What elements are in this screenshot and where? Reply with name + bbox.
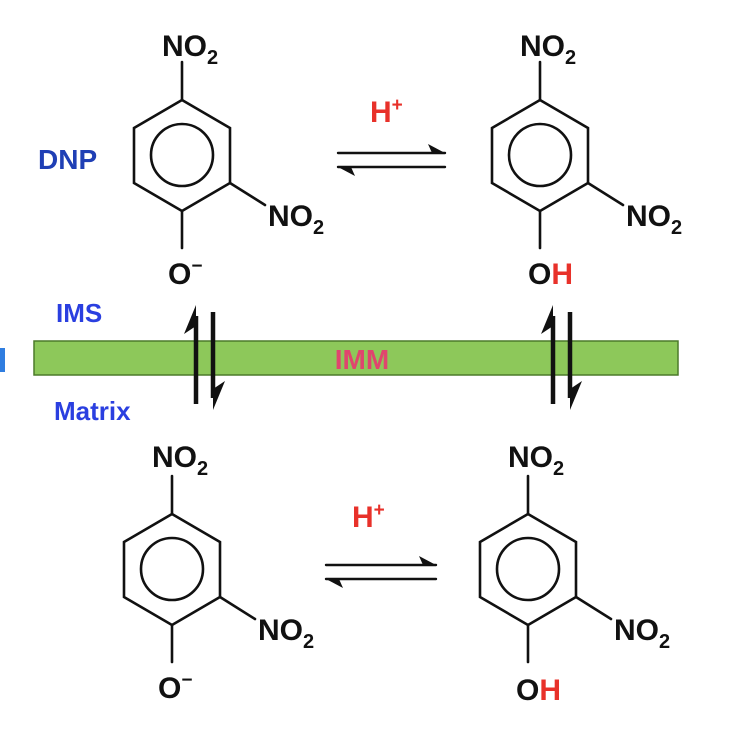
nitro-group: NO <box>162 30 207 63</box>
molecule-top-left-phenolate: NO2 NO2 O− <box>132 30 324 291</box>
svg-text:O−: O− <box>168 256 202 291</box>
phenolate-oxygen: O <box>158 672 181 705</box>
svg-text:NO2: NO2 <box>520 30 576 69</box>
phenolate-oxygen: O <box>168 258 191 291</box>
proton-label-top: H+ <box>370 95 403 129</box>
nitro-group: NO <box>520 30 565 63</box>
svg-text:NO2: NO2 <box>258 614 314 653</box>
svg-text:NO2: NO2 <box>614 614 670 653</box>
svg-text:O−: O− <box>158 670 192 705</box>
dnp-label: DNP <box>38 144 97 175</box>
svg-text:NO2: NO2 <box>508 441 564 480</box>
ims-label: IMS <box>56 298 102 328</box>
nitro-group: NO <box>152 441 197 474</box>
svg-text:OH: OH <box>516 674 561 707</box>
left-edge-mark <box>0 348 5 372</box>
molecule-bottom-left-phenolate: NO2 NO2 O− <box>122 441 314 705</box>
nitro-group: NO <box>268 200 313 233</box>
phenol-oxygen: O <box>528 258 551 291</box>
equilibrium-arrow-bottom <box>324 556 438 588</box>
matrix-label: Matrix <box>54 396 131 426</box>
molecule-bottom-right-phenol: NO2 NO2 OH <box>478 441 670 707</box>
equilibrium-arrow-top <box>336 144 447 176</box>
nitro-group: NO <box>508 441 553 474</box>
proton-label-bottom: H+ <box>352 500 385 534</box>
nitro-group: NO <box>614 614 659 647</box>
nitro-group: NO <box>258 614 303 647</box>
svg-text:NO2: NO2 <box>152 441 208 480</box>
membrane-transport-arrows-left <box>184 305 225 410</box>
svg-text:NO2: NO2 <box>626 200 682 239</box>
svg-text:OH: OH <box>528 258 573 291</box>
proton-h: H <box>551 258 573 291</box>
imm-label: IMM <box>335 344 389 375</box>
nitro-group: NO <box>626 200 671 233</box>
phenol-oxygen: O <box>516 674 539 707</box>
molecule-top-right-phenol: NO2 NO2 OH <box>490 30 682 291</box>
svg-text:NO2: NO2 <box>162 30 218 69</box>
membrane-transport-arrows-right <box>541 305 582 410</box>
svg-text:NO2: NO2 <box>268 200 324 239</box>
proton-h: H <box>539 674 561 707</box>
